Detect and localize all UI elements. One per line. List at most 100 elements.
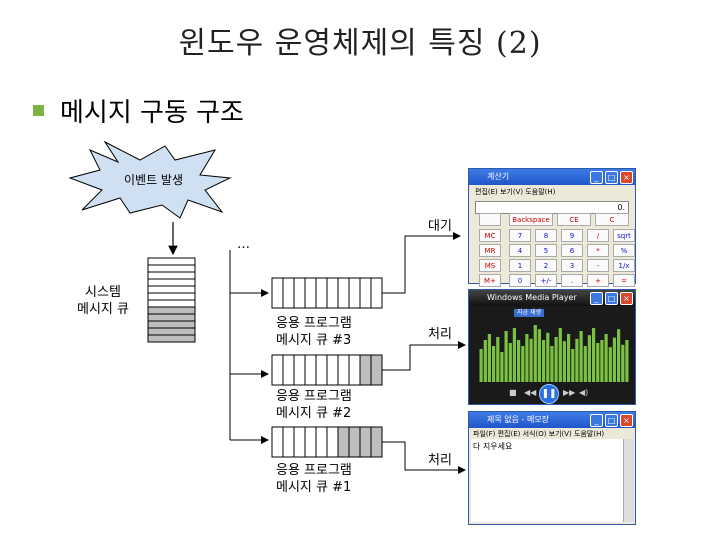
visualizer-bar <box>554 337 558 382</box>
calc-button[interactable]: MC <box>479 229 501 242</box>
calc-button[interactable]: 2 <box>535 259 557 272</box>
media-player-window: Windows Media Player _□× 지금 재생 ❚❚ ■ ◀◀ ▶… <box>468 289 636 405</box>
volume-icon[interactable]: ◀) <box>579 388 589 397</box>
calc-button[interactable]: % <box>613 244 635 257</box>
notepad-titlebar: 제목 없음 - 메모장 _□× <box>469 412 635 428</box>
memory-indicator <box>479 213 501 226</box>
calc-button[interactable]: MS <box>479 259 501 272</box>
calc-button[interactable]: 8 <box>535 229 557 242</box>
visualizer-bar <box>558 328 562 382</box>
close-icon[interactable]: × <box>620 171 633 184</box>
minimize-icon[interactable]: _ <box>590 292 603 305</box>
visualizer-bar <box>483 340 487 382</box>
process-label-2: 처리 <box>428 453 452 468</box>
queue2-label: 응용 프로그램 메시지 큐 #2 <box>276 389 352 421</box>
notepad-menu[interactable]: 파일(F) 편집(E) 서식(O) 보기(V) 도움말(H) <box>469 428 635 440</box>
calc-button[interactable]: - <box>587 259 609 272</box>
calculator-title: 계산기 <box>487 172 510 181</box>
event-starburst-shape <box>68 140 232 219</box>
calc-button[interactable]: +/- <box>535 274 557 287</box>
visualizer-bar <box>625 340 629 382</box>
calc-button[interactable]: 5 <box>535 244 557 257</box>
pause-icon[interactable]: ❚❚ <box>539 384 559 404</box>
media-titlebar: Windows Media Player _□× <box>469 290 635 306</box>
visualizer-bar <box>562 341 566 382</box>
queue3-label: 응용 프로그램 메시지 큐 #3 <box>276 316 352 348</box>
media-tab[interactable]: 지금 재생 <box>514 309 544 317</box>
visualizer-bar <box>575 338 579 382</box>
calc-button[interactable]: 7 <box>509 229 531 242</box>
visualizer-bar <box>492 346 496 382</box>
system-message-queue <box>147 257 196 343</box>
calc-button[interactable]: CE <box>557 213 591 226</box>
app-queue-3 <box>271 277 383 309</box>
stop-icon[interactable]: ■ <box>509 388 517 397</box>
notepad-text-area[interactable]: 다 지우세요 <box>471 439 623 522</box>
visualizer-bar <box>487 334 491 382</box>
calculator-menu[interactable]: 편집(E) 보기(V) 도움말(H) <box>475 188 556 196</box>
app-queue-1 <box>271 426 383 458</box>
calc-button[interactable]: 1/x <box>613 259 635 272</box>
visualizer-bar <box>621 344 625 382</box>
calc-button[interactable]: C <box>595 213 629 226</box>
visualizer-bar <box>617 329 621 382</box>
visualizer-bar <box>567 334 571 382</box>
wait-label: 대기 <box>428 219 452 234</box>
ellipsis-label: … <box>237 237 250 252</box>
visualizer-bar <box>529 338 533 382</box>
next-icon[interactable]: ▶▶ <box>563 388 576 397</box>
calc-button[interactable]: / <box>587 229 609 242</box>
notepad-title: 제목 없음 - 메모장 <box>487 415 550 424</box>
calc-button[interactable]: . <box>561 274 583 287</box>
visualizer-bar <box>500 352 504 382</box>
maximize-icon[interactable]: □ <box>605 414 618 427</box>
queue3-to-calculator-line <box>382 235 460 294</box>
calc-button[interactable]: sqrt <box>613 229 635 242</box>
visualizer-bar <box>508 343 512 382</box>
visualizer-bar <box>579 331 583 382</box>
visualizer-bar <box>496 337 500 382</box>
visualizer-bar <box>550 346 554 382</box>
close-icon[interactable]: × <box>620 292 633 305</box>
media-title: Windows Media Player <box>487 293 577 302</box>
visualizer-bar <box>525 334 529 382</box>
notepad-window: 제목 없음 - 메모장 _□× 파일(F) 편집(E) 서식(O) 보기(V) … <box>468 411 636 525</box>
calc-button[interactable]: 4 <box>509 244 531 257</box>
calc-button[interactable]: 9 <box>561 229 583 242</box>
visualizer-bar <box>583 346 587 382</box>
calc-button[interactable]: = <box>613 274 635 287</box>
calc-button[interactable]: 6 <box>561 244 583 257</box>
event-label: 이벤트 발생 <box>124 173 184 187</box>
calc-button[interactable]: 1 <box>509 259 531 272</box>
bullet-icon <box>33 105 44 116</box>
visualizer-bar <box>546 332 550 382</box>
system-queue-label: 시스템 메시지 큐 <box>77 285 129 317</box>
minimize-icon[interactable]: _ <box>590 414 603 427</box>
calc-button[interactable]: 0 <box>509 274 531 287</box>
visualizer-bar <box>600 340 604 382</box>
calculator-titlebar: 계산기 _□× <box>469 169 635 185</box>
calc-button[interactable]: 3 <box>561 259 583 272</box>
previous-icon[interactable]: ◀◀ <box>524 388 537 397</box>
visualizer <box>479 325 629 382</box>
calc-button[interactable]: M+ <box>479 274 501 287</box>
calc-button[interactable]: MR <box>479 244 501 257</box>
slide-subtitle: 메시지 구동 구조 <box>60 98 244 128</box>
minimize-icon[interactable]: _ <box>590 171 603 184</box>
calc-button[interactable]: + <box>587 274 609 287</box>
close-icon[interactable]: × <box>620 414 633 427</box>
visualizer-bar <box>592 328 596 382</box>
visualizer-bar <box>542 340 546 382</box>
visualizer-bar <box>604 334 608 382</box>
slide-title: 윈도우 운영체제의 특징 (2) <box>178 26 542 61</box>
visualizer-bar <box>504 331 508 382</box>
app-queue-2 <box>271 354 383 386</box>
visualizer-bar <box>596 343 600 382</box>
calc-button[interactable]: Backspace <box>509 213 553 226</box>
calc-button[interactable]: * <box>587 244 609 257</box>
visualizer-bar <box>571 349 575 382</box>
notepad-scrollbar[interactable] <box>623 439 634 522</box>
visualizer-bar <box>612 337 616 382</box>
maximize-icon[interactable]: □ <box>605 171 618 184</box>
maximize-icon[interactable]: □ <box>605 292 618 305</box>
